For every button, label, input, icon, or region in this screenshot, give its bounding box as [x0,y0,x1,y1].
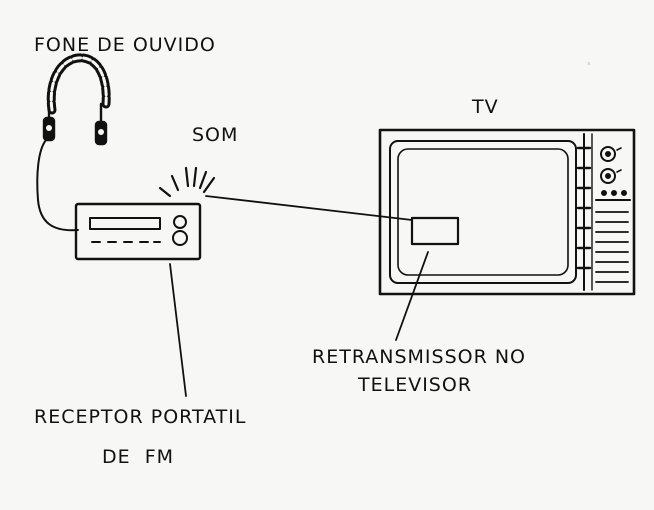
retransmitter-leader-line [395,251,429,341]
signal-line [205,195,413,221]
headphones-label: FONE DE OUVIDO [34,34,216,56]
fm-radio-icon [74,202,202,261]
headphones-icon [42,53,111,146]
retransmitter-label-line1: RETRANSMISSOR NO [312,346,526,368]
sound-waves-icon [158,166,216,198]
sound-label: SOM [192,124,239,146]
retransmitter-box [410,216,460,246]
retransmitter-label-line2: TELEVISOR [358,374,473,396]
bleed-through-line: . [585,43,593,71]
receiver-leader-line [169,263,187,397]
television-icon [378,128,636,296]
headphone-cable [36,139,79,232]
tv-label: TV [472,96,499,118]
receiver-label-line2: DE FM [102,446,175,468]
receiver-label-line1: RECEPTOR PORTATIL [34,406,247,428]
